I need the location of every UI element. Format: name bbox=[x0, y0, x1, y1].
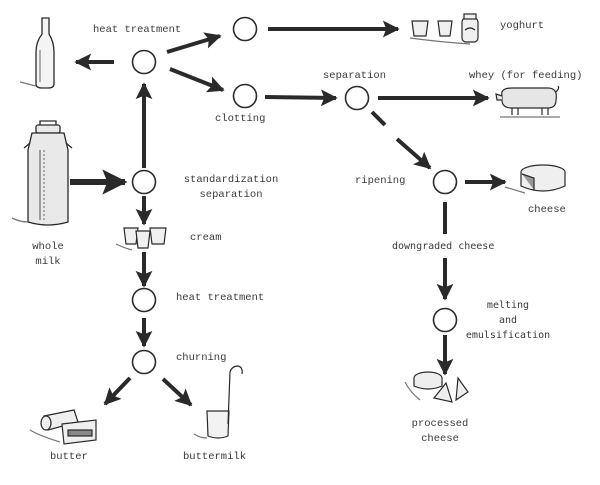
label-melting: melting and emulsification bbox=[462, 298, 554, 343]
label-standardization: standardization separation bbox=[175, 173, 287, 203]
label-separation: separation bbox=[323, 70, 387, 82]
label-cream: cream bbox=[190, 232, 222, 244]
label-standardization-line1: standardization bbox=[183, 174, 279, 186]
node-heat-treatment-cream bbox=[131, 287, 157, 313]
bottle-icon bbox=[19, 17, 55, 89]
label-clotting: clotting bbox=[215, 113, 266, 125]
node-standardization bbox=[131, 169, 157, 195]
arrow-heat-to-yoghurt-step bbox=[166, 32, 222, 54]
label-heat-treatment-cream: heat treatment bbox=[176, 292, 265, 304]
cream-cups-icon bbox=[115, 227, 167, 251]
arrow-separation-to-ripening-2 bbox=[395, 137, 432, 170]
buttermilk-glass-icon bbox=[193, 365, 243, 439]
label-downgraded-cheese: downgraded cheese bbox=[392, 241, 495, 252]
milk-churn-icon bbox=[11, 120, 73, 226]
label-melting-line3: emulsification bbox=[465, 330, 551, 341]
node-clotting bbox=[232, 83, 258, 109]
label-melting-line2: and bbox=[498, 315, 518, 326]
butter-icon bbox=[29, 409, 97, 445]
label-churning: churning bbox=[176, 352, 227, 364]
arrow-churning-to-buttermilk bbox=[161, 377, 193, 407]
node-melting bbox=[432, 307, 458, 333]
label-butter: butter bbox=[50, 451, 88, 463]
label-whole-milk-line2: milk bbox=[35, 256, 61, 268]
label-cheese: cheese bbox=[528, 204, 566, 216]
arrow-heat-to-clotting bbox=[169, 67, 225, 93]
processed-cheese-icon bbox=[404, 371, 469, 403]
label-processed-cheese-line2: cheese bbox=[421, 433, 459, 445]
label-processed-cheese: processed cheese bbox=[405, 417, 475, 447]
label-ripening: ripening bbox=[355, 175, 406, 187]
label-whey: whey (for feeding) bbox=[469, 70, 583, 82]
node-yoghurt-step bbox=[232, 16, 258, 42]
label-yoghurt: yoghurt bbox=[500, 20, 545, 32]
node-separation bbox=[344, 85, 370, 111]
yoghurt-cups-icon bbox=[409, 13, 479, 45]
node-ripening bbox=[432, 169, 458, 195]
cheese-wheel-icon bbox=[504, 164, 566, 194]
label-processed-cheese-line1: processed bbox=[411, 418, 469, 430]
arrow-clotting-to-separation bbox=[264, 89, 338, 107]
node-churning bbox=[131, 349, 157, 375]
label-heat-treatment-top: heat treatment bbox=[93, 24, 182, 36]
label-standardization-line2: separation bbox=[199, 189, 263, 201]
label-whole-milk-line1: whole bbox=[32, 241, 64, 253]
arrow-separation-to-ripening bbox=[370, 110, 387, 127]
pig-icon bbox=[495, 85, 560, 118]
arrow-churning-to-butter bbox=[103, 376, 132, 406]
label-buttermilk: buttermilk bbox=[183, 451, 247, 463]
node-heat-treatment-top bbox=[131, 49, 157, 75]
label-whole-milk: whole milk bbox=[28, 240, 68, 270]
label-melting-line1: melting bbox=[486, 300, 530, 311]
